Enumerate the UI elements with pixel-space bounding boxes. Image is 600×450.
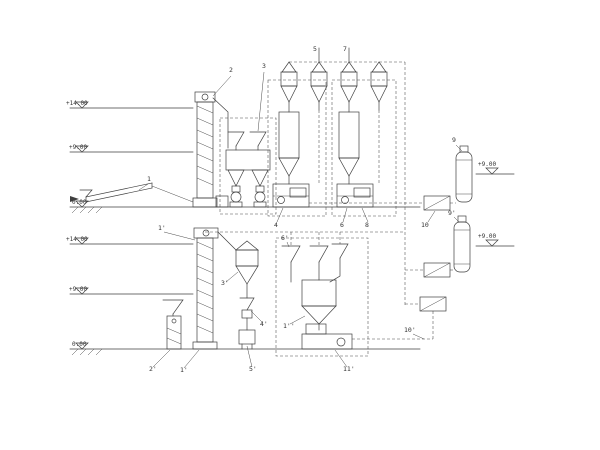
equipment-tag: 9 [452, 136, 456, 144]
elevation-label: +9.00 [478, 161, 496, 168]
filter-vessel-9p: 9' [448, 209, 471, 273]
cyclone-icon [331, 243, 349, 259]
vessel [278, 111, 300, 159]
elevation-label: 0.00 [72, 199, 87, 206]
leader-line [412, 333, 425, 340]
surge-bin-3: 3 [219, 62, 277, 215]
machine-base [336, 183, 374, 208]
elevation-triangle-icon [75, 145, 89, 153]
bin [301, 279, 337, 307]
feeder-elevator-2p: 2' [149, 299, 184, 373]
elevation-triangle-icon [485, 167, 499, 175]
cyclone-icon [281, 245, 301, 263]
ground-line-top [69, 206, 421, 214]
equipment-tag: 3' [221, 279, 229, 287]
elevation-label: +9.00 [478, 233, 496, 240]
duct-network-dashed [205, 61, 456, 340]
vessel [338, 111, 360, 159]
leader-line [138, 183, 149, 191]
fan-unit [423, 262, 451, 278]
cyclone-battery-top: 5 7 [280, 45, 388, 113]
elevation-markers-left-top: +14.00 +9.00 0.00 [66, 100, 194, 208]
filter-vessel-9: 9 [452, 136, 473, 203]
flow-arrow-icon [70, 196, 79, 202]
equipment-tag: 9' [448, 209, 456, 217]
leader-line [342, 207, 348, 223]
elevation-triangle-icon [75, 101, 89, 109]
equipment-enclosure [275, 237, 369, 357]
elevation-triangle-icon [485, 239, 499, 247]
equipment-enclosure [219, 117, 277, 215]
packer-unit [254, 191, 266, 203]
leader-line [289, 315, 306, 325]
leader-line [163, 231, 196, 241]
equipment-tag: 6' [281, 234, 289, 242]
leader-line [361, 207, 369, 223]
equipment-tag: 4 [274, 221, 278, 229]
packer-unit [230, 191, 242, 203]
equipment-tag: 2 [229, 66, 233, 74]
elevation-triangle-icon [75, 342, 89, 350]
cyclone-icon [371, 61, 387, 73]
fan-units: 10 10' [404, 195, 451, 340]
leader-line [152, 349, 171, 368]
equipment-tag: 1'' [283, 322, 295, 330]
cyclone-icon [311, 61, 327, 73]
elevation-label: +9.00 [69, 144, 87, 151]
leader-line [183, 349, 200, 369]
equipment-tag: 3 [262, 62, 266, 70]
bagging-unit [238, 329, 256, 345]
elevation-triangle-icon [75, 237, 89, 245]
elevation-triangle-icon [75, 200, 89, 208]
ground-line-bottom [69, 348, 421, 356]
equipment-tag: 10' [404, 326, 416, 334]
elevation-markers-right: +9.00 +9.00 [475, 161, 515, 247]
machine-base [272, 183, 310, 208]
equipment-tag: 2' [149, 365, 157, 373]
leader-line [455, 144, 463, 152]
fan-unit [423, 195, 451, 211]
equipment-tag: 5 [313, 45, 317, 53]
cyclone-icon [309, 245, 329, 263]
equipment-tag: 1' [158, 224, 166, 232]
leader-line [286, 241, 290, 248]
equipment-tag: 6 [340, 221, 344, 229]
elevation-label: +9.00 [69, 286, 87, 293]
leader-line [225, 271, 239, 283]
elevation-triangle-icon [75, 287, 89, 295]
fan-unit [419, 296, 447, 312]
leader-line [250, 310, 263, 323]
machine-base [301, 333, 353, 350]
equipment-enclosure [267, 79, 327, 217]
process-train-bottom: 6' 1'' 11' [275, 234, 369, 373]
leader-line [334, 349, 348, 368]
inclined-conveyor: 1 [70, 175, 194, 203]
elevation-label: 0.00 [72, 341, 87, 348]
bucket-elevator-2: 2 [192, 66, 233, 208]
equipment-enclosure [331, 79, 397, 217]
equipment-tag: 1 [147, 175, 151, 183]
leader-line [276, 207, 284, 223]
equipment-tag: 11' [343, 365, 355, 373]
cyclone-icon [235, 240, 259, 251]
process-train-b: 6 8 [331, 79, 397, 229]
equipment-tag: 10 [421, 221, 429, 229]
leader-line [257, 71, 265, 132]
cyclone-icon [341, 61, 357, 73]
equipment-tag: 1' [180, 366, 188, 374]
bucket-elevator-1p: 1' 1' [158, 224, 219, 374]
process-train-a: 4 [267, 79, 327, 229]
airlock-icon [239, 297, 255, 311]
leader-line [246, 345, 253, 368]
equipment-tag: 4' [260, 320, 268, 328]
equipment-tag: 8 [365, 221, 369, 229]
elevation-markers-left-bottom: +14.00 +9.00 0.00 [66, 236, 194, 350]
equipment-tag: 5' [249, 365, 257, 373]
cyclone-chain-bottom-left: 3' 4' 5' [217, 231, 268, 373]
leader-line [453, 216, 460, 223]
leader-line [427, 210, 436, 223]
cyclone-icon [281, 61, 297, 73]
leader-line [212, 75, 232, 97]
equipment-tag: 7 [343, 45, 347, 53]
